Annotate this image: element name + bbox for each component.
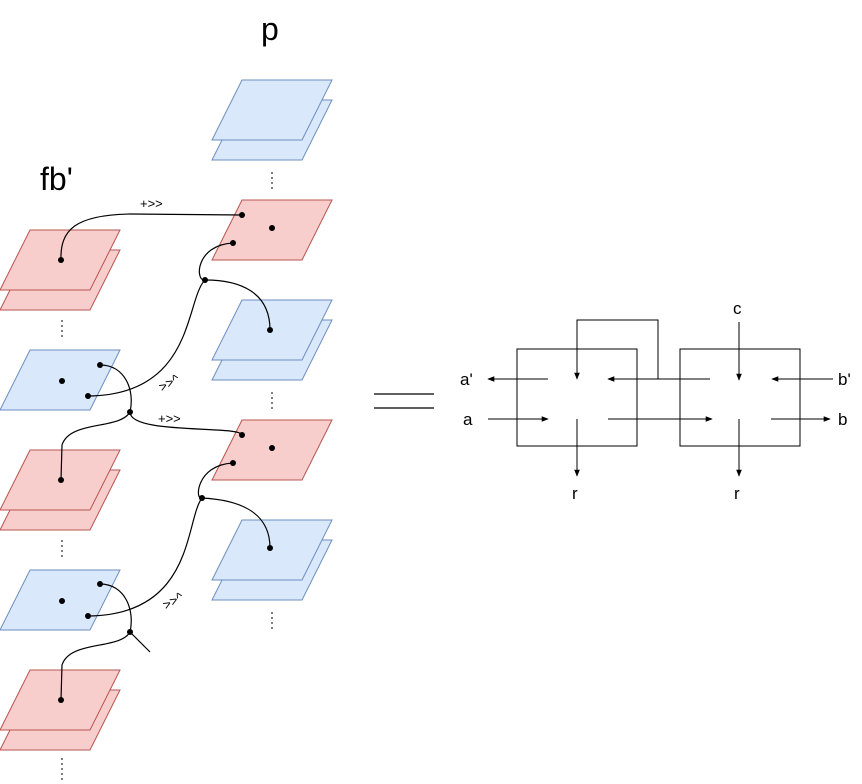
label-b: b [838, 410, 847, 429]
fb-curve-2b [60, 631, 131, 701]
p-layer-blue-3 [211, 519, 333, 601]
label-a-prime: a' [460, 370, 473, 389]
label-fb: fb' [40, 161, 73, 197]
label-a: a [463, 410, 473, 429]
label-p: p [261, 11, 279, 47]
dots [58, 212, 275, 703]
fb-layer-red-1 [0, 229, 121, 311]
right-box [679, 348, 801, 447]
fb-layer-red-2 [0, 449, 121, 531]
feedback-loop [574, 319, 659, 380]
label-bind-1: +>> [140, 196, 163, 211]
diag-curve-1 [87, 279, 206, 397]
label-bind-2: +>> [158, 411, 181, 426]
equals-sign [374, 393, 434, 409]
label-diag-1: >>^ [156, 371, 183, 395]
bind-curve-1 [60, 213, 243, 261]
label-diag-2: >>^ [160, 589, 187, 613]
p-layer-blue-2 [211, 299, 333, 381]
label-r-left: r [572, 484, 578, 503]
label-c: c [733, 299, 742, 318]
box-diagram [487, 319, 833, 477]
fb-layer-red-3 [0, 669, 121, 751]
fb-curve-1b [60, 411, 131, 481]
diag-curve-2 [87, 497, 203, 617]
label-b-prime: b' [838, 370, 851, 389]
label-r-right: r [734, 484, 740, 503]
p-layer-blue-1 [211, 79, 333, 161]
